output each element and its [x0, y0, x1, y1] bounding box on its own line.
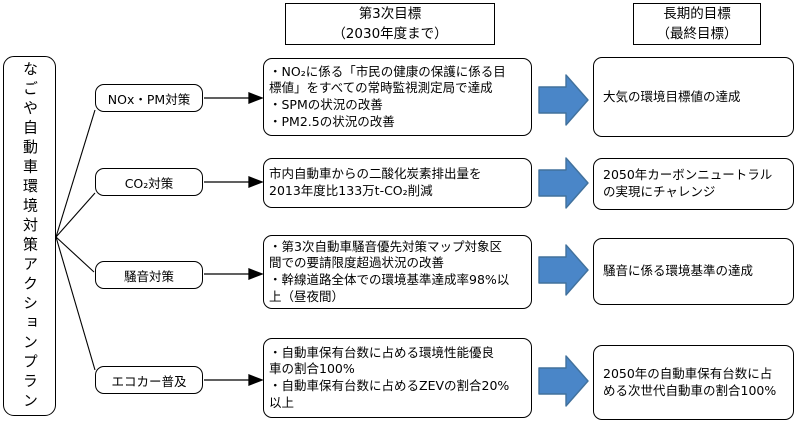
arrowhead-icon — [248, 374, 264, 386]
header-third-goal: 第3次目標 （2030年度まで） — [285, 3, 495, 45]
third-goal-box-nox-pm: ・NO₂に係る「市民の健康の保護に係る目 標値」をすべての常時監視測定局で達成 … — [263, 58, 532, 136]
arrowhead-icon — [248, 268, 264, 280]
header-long-term-goal: 長期的目標 （最終目標） — [633, 3, 761, 45]
connector-line — [55, 109, 96, 238]
category-box-noise: 騒音対策 — [95, 261, 203, 289]
long-term-goal-box-next-gen-car: 2050年の自動車保有台数に占 める次世代自動車の割合100% — [593, 345, 794, 420]
connector-line — [55, 236, 95, 273]
long-term-goal-text: 騒音に係る環境基準の達成 — [603, 263, 754, 279]
category-box-co2: CO₂対策 — [95, 168, 203, 196]
fan-connector-lines — [55, 109, 96, 371]
third-goal-text: ・NO₂に係る「市民の健康の保護に係る目 標値」をすべての常時監視測定局で達成 … — [269, 63, 506, 129]
block-arrow-icon — [538, 157, 589, 209]
third-goal-text: 市内自動車からの二酸化炭素排出量を 2013年度比133万t-CO₂削減 — [269, 166, 482, 198]
third-goal-text: ・自動車保有台数に占める環境性能優良 車の割合100% ・自動車保有台数に占める… — [269, 344, 510, 410]
plan-title-box: なごや自動車環境対策アクションプラン — [3, 56, 56, 416]
arrowhead-icon — [248, 92, 264, 104]
third-goal-box-eco-car: ・自動車保有台数に占める環境性能優良 車の割合100% ・自動車保有台数に占める… — [263, 338, 532, 418]
block-arrow-icon — [538, 244, 589, 296]
long-term-goal-box-air: 大気の環境目標値の達成 — [593, 57, 794, 137]
block-arrow-icon — [538, 355, 589, 407]
third-goal-text: ・第3次自動車騒音優先対策マップ対象区 間での要請限度超過状況の改善 ・幹線道路… — [269, 238, 510, 304]
plan-title: なごや自動車環境対策アクションプラン — [21, 60, 39, 412]
category-arrows — [204, 92, 264, 386]
connector-line — [55, 192, 96, 238]
long-term-goal-text: 大気の環境目標値の達成 — [603, 88, 741, 104]
third-goal-box-noise: ・第3次自動車騒音優先対策マップ対象区 間での要請限度超過状況の改善 ・幹線道路… — [263, 235, 532, 309]
category-box-eco-car: エコカー普及 — [95, 366, 203, 394]
category-box-nox-pm: NOx・PM対策 — [95, 84, 203, 112]
connector-line — [55, 236, 96, 371]
block-arrow-icon — [538, 74, 589, 126]
arrowhead-icon — [248, 176, 264, 188]
third-goal-box-co2: 市内自動車からの二酸化炭素排出量を 2013年度比133万t-CO₂削減 — [263, 158, 532, 208]
long-term-goal-box-noise: 騒音に係る環境基準の達成 — [593, 238, 794, 305]
long-term-goal-box-carbon-neutral: 2050年カーボンニュートラル の実現にチャレンジ — [593, 158, 794, 210]
block-arrows — [538, 74, 589, 407]
long-term-goal-text: 2050年カーボンニュートラル の実現にチャレンジ — [603, 167, 773, 199]
long-term-goal-text: 2050年の自動車保有台数に占 める次世代自動車の割合100% — [603, 365, 777, 398]
